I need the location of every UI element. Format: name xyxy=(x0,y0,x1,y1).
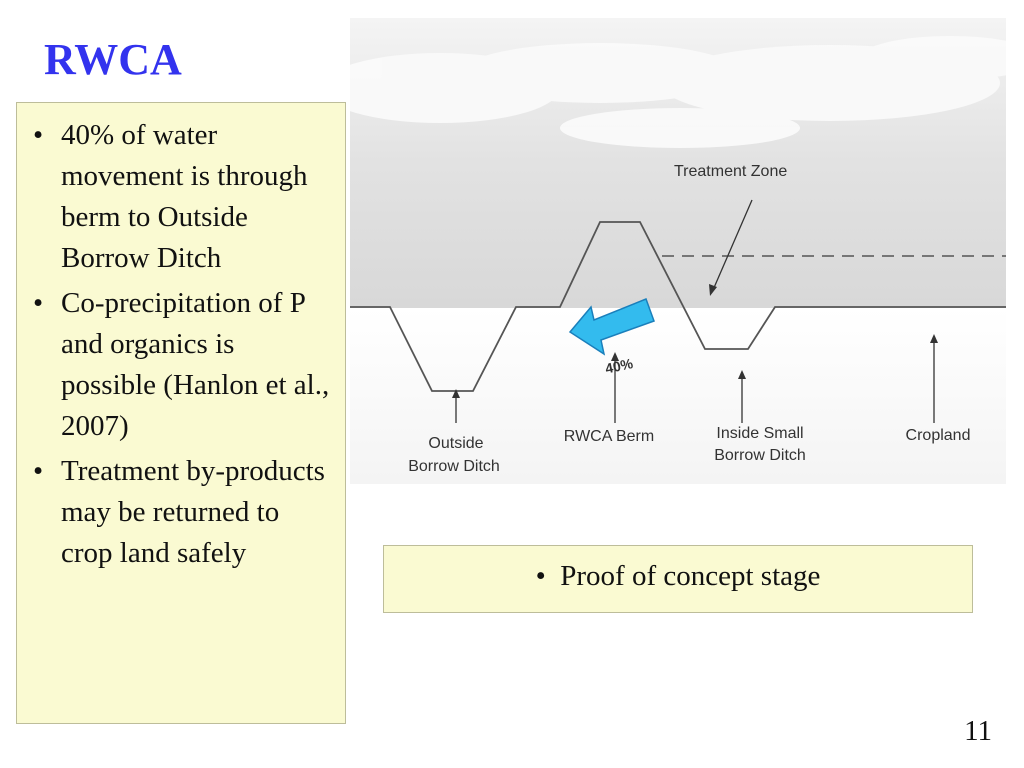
slide-title: RWCA xyxy=(44,35,182,84)
pointer-arrows xyxy=(455,340,935,423)
left-text-panel: 40% of water movement is through berm to… xyxy=(16,102,346,724)
rwca-berm-label: RWCA Berm xyxy=(564,428,654,445)
left-bullet-list: 40% of water movement is through berm to… xyxy=(27,115,335,574)
outside-borrow-ditch-label-line1: Outside xyxy=(428,435,483,452)
clouds xyxy=(350,36,1006,148)
bullet-water-movement: 40% of water movement is through berm to… xyxy=(27,115,335,279)
treatment-zone-arrowhead-icon xyxy=(709,284,717,296)
ground-profile-line xyxy=(350,221,1006,392)
treatment-zone-label: Treatment Zone xyxy=(674,163,787,180)
inside-small-borrow-ditch-label-line1: Inside Small xyxy=(716,425,803,442)
berm-cross-section-diagram: 40% Treatment Zone Outside Borrow Ditch … xyxy=(350,18,1006,484)
ground-background xyxy=(350,308,1006,484)
cropland-label: Cropland xyxy=(906,427,971,444)
right-text-panel: • Proof of concept stage xyxy=(383,545,973,613)
bullet-co-precipitation: Co-precipitation of P and organics is po… xyxy=(27,283,335,447)
treatment-zone-pointer xyxy=(712,199,753,291)
bullet-treatment-byproducts: Treatment by-products may be returned to… xyxy=(27,451,335,574)
bullet-proof-of-concept: • Proof of concept stage xyxy=(535,560,821,592)
flow-arrow-icon xyxy=(568,298,655,356)
pointer-arrowheads-icon xyxy=(452,334,938,398)
outside-borrow-ditch-label-line2: Borrow Ditch xyxy=(408,458,500,475)
page-number: 11 xyxy=(964,715,992,747)
bullet-proof-of-concept-text: Proof of concept stage xyxy=(560,560,821,592)
inside-small-borrow-ditch-label-line2: Borrow Ditch xyxy=(714,447,806,464)
